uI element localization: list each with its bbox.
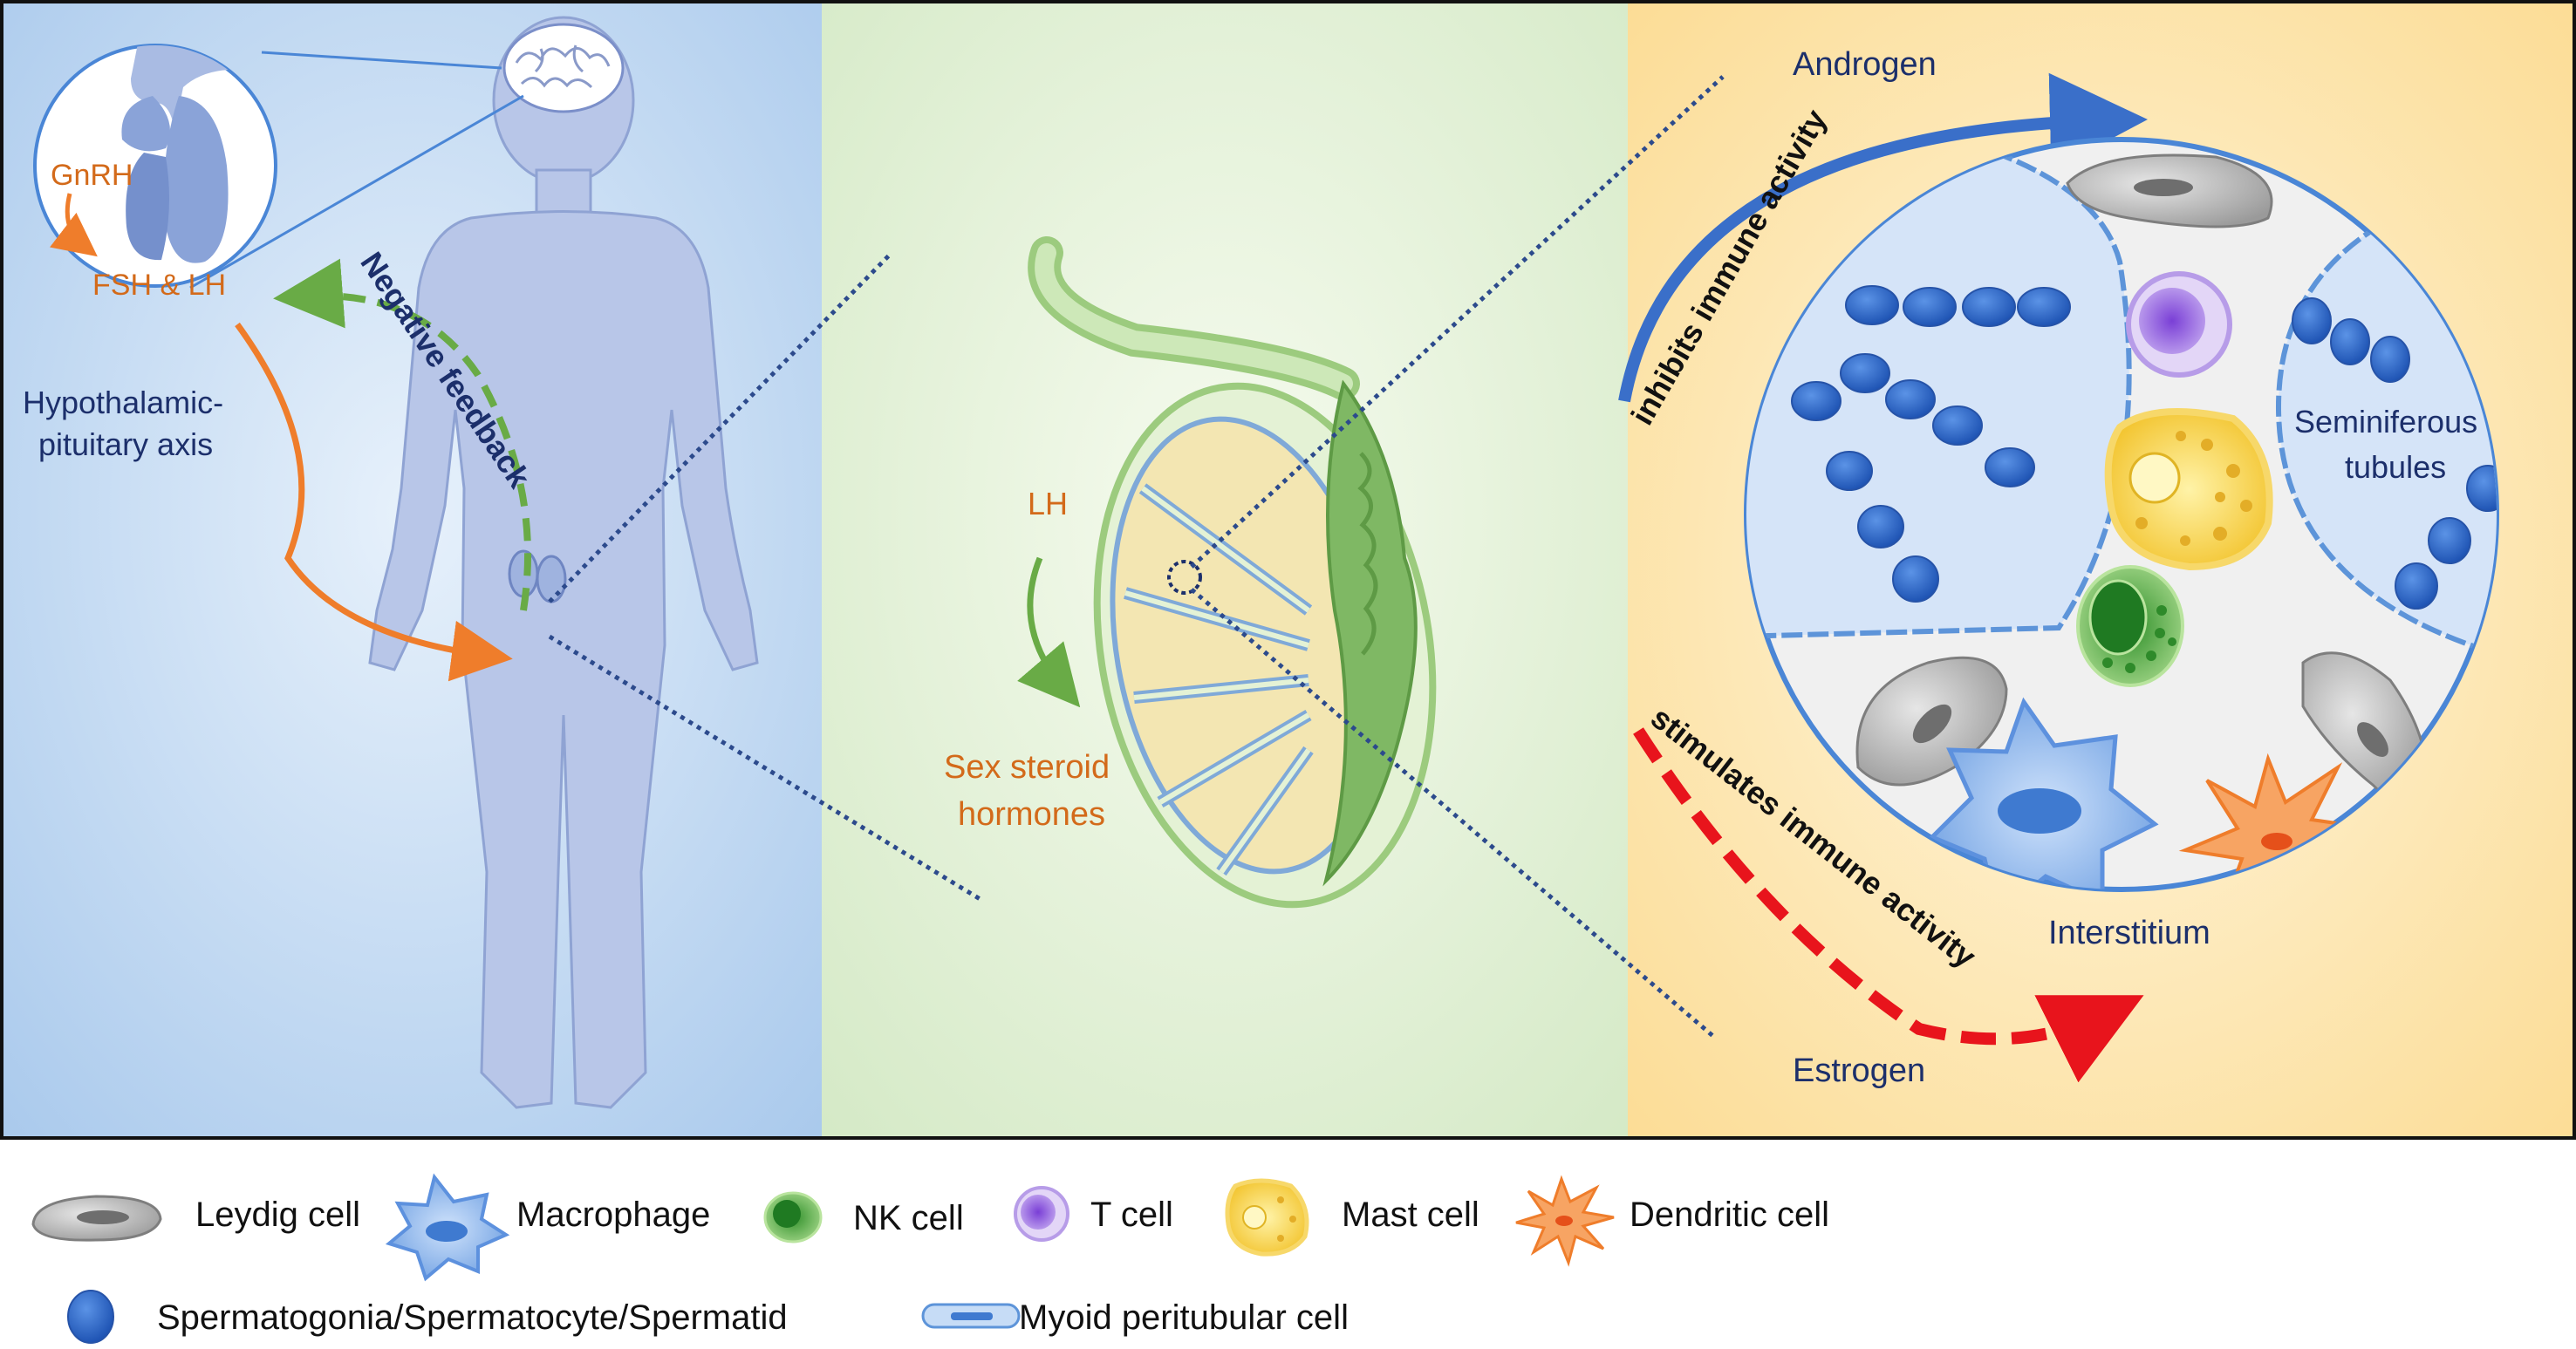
negative-feedback-arrow [273,258,532,611]
hpg-to-gonad-arrow [235,322,513,682]
zoom-line-bottom [189,94,524,290]
lh-label: LH [1028,486,1068,521]
figure-frame [0,0,2576,1140]
spermatogonia-group-right [2292,297,2497,610]
zoom-dotted-left-lower [548,634,983,903]
pituitary-gland-icon [121,45,229,263]
mast-cell [2104,408,2273,571]
interstitium-label: Interstitium [2048,915,2210,951]
legend-macrophage-icon [385,1173,510,1282]
legend-nk-icon [763,1191,823,1243]
hpg-axis-label-line2: pituitary axis [38,426,213,462]
gnrh-label: GnRH [51,159,133,192]
legend-macrophage-label: Macrophage [516,1196,710,1234]
macrophage-cell [1928,697,2159,889]
legend-leydig-icon [31,1195,162,1242]
zoom-line-top [261,51,502,70]
t-cell [2126,271,2232,378]
estrogen-arrow [1633,727,2144,1083]
legend-dendritic-label: Dendritic cell [1630,1196,1829,1234]
legend-tcell-label: T cell [1090,1196,1173,1234]
legend-myoid-icon [921,1303,1021,1329]
seminiferous-label-line2: tubules [2345,449,2446,485]
legend: Leydig cell Macrophage NK cell T cell Ma… [31,1173,1829,1344]
legend-tcell-icon [1014,1186,1069,1242]
legend-myoid-label: Myoid peritubular cell [1019,1298,1349,1337]
fsh-lh-label: FSH & LH [92,269,226,302]
nk-cell [2076,565,2184,687]
zoom-dotted-left-upper [548,253,892,603]
spermatogonia-group-left [1791,285,2071,603]
androgen-label: Androgen [1793,46,1937,83]
legend-mast-icon [1225,1178,1309,1257]
androgen-arrow [1618,72,2148,403]
brain-icon [502,23,625,113]
legend-dendritic-icon [1515,1175,1615,1267]
testis-cross-section [1028,236,1437,909]
legend-leydig-label: Leydig cell [195,1196,360,1234]
gnrh-to-fsh-arrow [49,193,98,257]
legend-nk-label: NK cell [853,1199,964,1237]
legend-spermatogonia-icon [67,1290,114,1344]
legend-mast-label: Mast cell [1342,1196,1479,1234]
sex-steroid-label-line2: hormones [958,796,1105,833]
lh-to-hormones-arrow [1017,556,1081,708]
seminiferous-label-line1: Seminiferous [2294,404,2477,439]
hpg-axis-label-line1: Hypothalamic- [23,385,223,420]
sex-steroid-label-line1: Sex steroid [944,749,1110,786]
estrogen-label: Estrogen [1793,1053,1925,1089]
legend-spermatogonia-label: Spermatogonia/Spermatocyte/Spermatid [157,1298,788,1337]
